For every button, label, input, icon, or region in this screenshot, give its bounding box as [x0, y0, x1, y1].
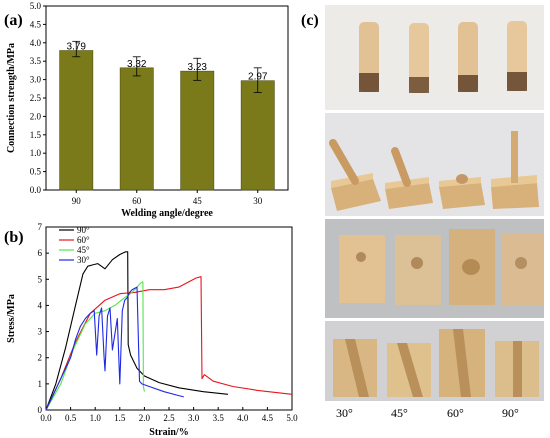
y-tick-label: 0.0 — [30, 185, 42, 195]
panel-label-b: (b) — [4, 229, 24, 246]
photo-welded-blocks — [325, 113, 544, 216]
y-tick-label: 5 — [38, 274, 43, 284]
section-30 — [333, 339, 377, 397]
y-tick-label: 4.0 — [30, 38, 42, 48]
x-axis-title: Strain/% — [149, 427, 188, 438]
data-label: 3.79 — [67, 42, 87, 53]
caption-30: 30° — [336, 406, 353, 420]
legend-label-3: 30° — [77, 255, 90, 265]
x-tick-label: 45 — [193, 196, 203, 206]
face-30 — [339, 235, 385, 303]
caption-45: 45° — [391, 406, 408, 420]
dowel-45 — [409, 23, 429, 93]
bar-30 — [240, 80, 275, 191]
y-tick-label: 3.0 — [30, 75, 42, 85]
x-tick-label: 0.0 — [40, 413, 52, 423]
photo-dowels — [325, 5, 544, 110]
data-label: 3.32 — [127, 59, 147, 70]
y-tick-label: 2.0 — [30, 111, 42, 121]
legend-label-0: 90° — [77, 225, 90, 235]
face-60 — [449, 229, 495, 305]
x-tick-label: 4.5 — [262, 413, 274, 423]
block-45 — [385, 147, 433, 209]
block-30 — [329, 139, 381, 211]
section-90 — [495, 341, 539, 397]
panel-label-c: (c) — [301, 12, 319, 29]
y-tick-label: 4.5 — [30, 19, 42, 29]
y-tick-label: 0 — [38, 405, 43, 415]
dowel-30 — [359, 22, 379, 92]
section-60 — [439, 329, 485, 397]
data-label: 3.23 — [188, 62, 208, 73]
x-tick-label: 90 — [72, 196, 82, 206]
block-90 — [491, 131, 539, 209]
photo-panel: 30° 45° 60° 90° — [318, 5, 549, 433]
face-45 — [395, 235, 441, 305]
caption-60: 60° — [447, 406, 464, 420]
legend-label-1: 60° — [77, 235, 90, 245]
y-tick-label: 1 — [38, 379, 43, 389]
series-line-3 — [45, 286, 184, 411]
x-tick-label: 1.0 — [90, 413, 102, 423]
y-tick-label: 3 — [38, 327, 43, 337]
y-axis-title: Stress/MPa — [6, 294, 17, 343]
y-tick-label: 1.0 — [30, 148, 42, 158]
x-tick-label: 30 — [253, 196, 263, 206]
panel-label-a: (a) — [4, 12, 23, 29]
section-45 — [387, 343, 431, 397]
y-tick-label: 3.5 — [30, 56, 42, 66]
y-tick-label: 6 — [38, 248, 43, 258]
x-tick-label: 0.5 — [65, 413, 77, 423]
x-tick-label: 3.0 — [188, 413, 200, 423]
y-tick-label: 7 — [38, 222, 43, 232]
x-tick-label: 5.0 — [286, 413, 298, 423]
y-axis-title: Connection strength/MPa — [6, 43, 17, 153]
x-tick-label: 2.5 — [163, 413, 175, 423]
series-line-2 — [45, 281, 145, 411]
x-tick-label: 60 — [132, 196, 142, 206]
x-tick-label: 2.0 — [139, 413, 151, 423]
bar-60 — [119, 67, 154, 191]
caption-90: 90° — [502, 406, 519, 420]
x-tick-label: 3.5 — [213, 413, 225, 423]
y-tick-label: 4 — [38, 300, 43, 310]
block-60 — [439, 174, 485, 209]
bar-chart-connection-strength: 0.0 0.5 1.0 1.5 2.0 2.5 3.0 3.5 4.0 4.5 5.0 3.79 90 3… — [6, 1, 289, 219]
line-chart-stress-strain: 0 1 2 3 4 5 6 7 0.0 0.5 1.0 1.5 2.0 2.5 3.0 3.5 4.0 4.5 5.… — [6, 222, 298, 438]
x-tick-label: 1.5 — [114, 413, 126, 423]
dowel-90 — [507, 21, 527, 91]
series-line-1 — [45, 276, 293, 411]
face-90 — [501, 233, 543, 305]
x-tick-label: 4.0 — [237, 413, 249, 423]
dowel-60 — [458, 22, 478, 92]
data-label: 2.97 — [248, 72, 268, 83]
series-line-0 — [45, 251, 229, 411]
y-tick-label: 2.5 — [30, 93, 42, 103]
photo-cross-sections — [325, 321, 544, 401]
legend-label-2: 45° — [77, 245, 90, 255]
y-tick-label: 5.0 — [30, 1, 42, 11]
photo-fracture-surfaces — [325, 219, 544, 318]
y-tick-label: 1.5 — [30, 130, 42, 140]
y-tick-label: 2 — [38, 353, 43, 363]
x-axis-title: Welding angle/degree — [121, 208, 213, 219]
y-tick-label: 0.5 — [30, 167, 42, 177]
bar-90 — [59, 50, 94, 191]
bar-45 — [180, 70, 215, 191]
